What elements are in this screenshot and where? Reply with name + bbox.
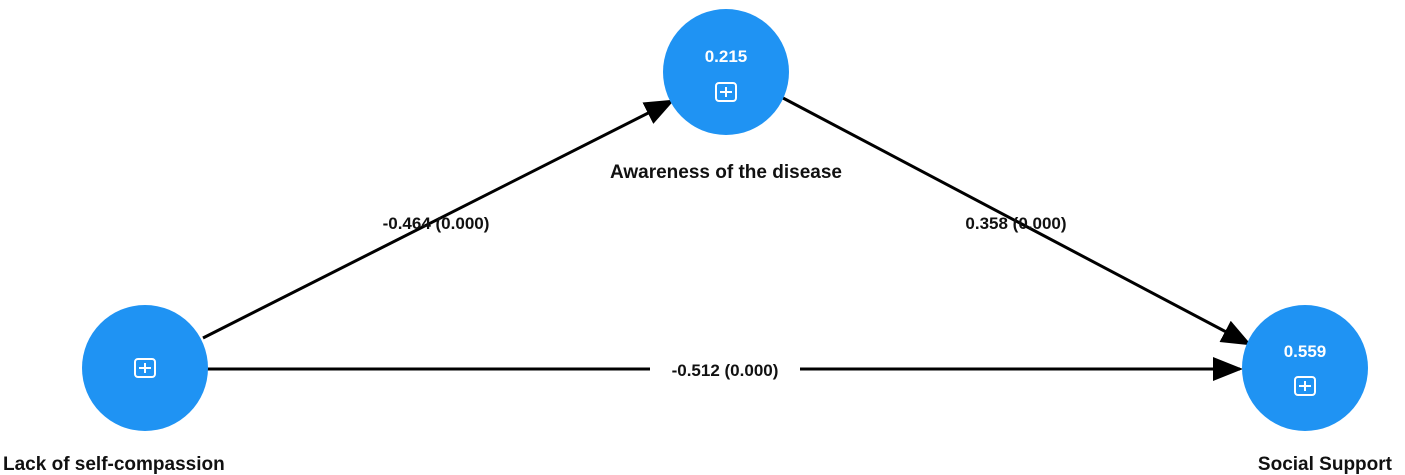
node-circle xyxy=(1242,305,1368,431)
node-circle xyxy=(663,9,789,135)
edge-label-lack-to-support: -0.512 (0.000) xyxy=(672,361,779,380)
edge-label-background xyxy=(650,355,800,383)
edge-label-lack-to-awareness: -0.464 (0.000) xyxy=(383,214,490,233)
expand-plus-icon[interactable] xyxy=(715,82,737,102)
node-value: 0.215 xyxy=(705,47,748,66)
node-label-awareness-of-the-disease: Awareness of the disease xyxy=(610,162,842,183)
expand-plus-icon[interactable] xyxy=(134,358,156,378)
edge-lack-to-awareness xyxy=(202,99,675,340)
edge-awareness-to-support xyxy=(782,96,1252,346)
node-value: 0.559 xyxy=(1284,342,1327,361)
edge-label-awareness-to-support: 0.358 (0.000) xyxy=(965,214,1066,233)
node-social-support[interactable]: 0.559 xyxy=(1242,305,1368,431)
node-label-social-support: Social Support xyxy=(1258,454,1393,475)
node-awareness-of-the-disease[interactable]: 0.215 xyxy=(663,9,789,135)
node-lack-of-self-compassion[interactable] xyxy=(82,305,208,431)
expand-plus-icon[interactable] xyxy=(1294,376,1316,396)
node-label-lack-of-self-compassion: Lack of self-compassion xyxy=(3,454,225,475)
